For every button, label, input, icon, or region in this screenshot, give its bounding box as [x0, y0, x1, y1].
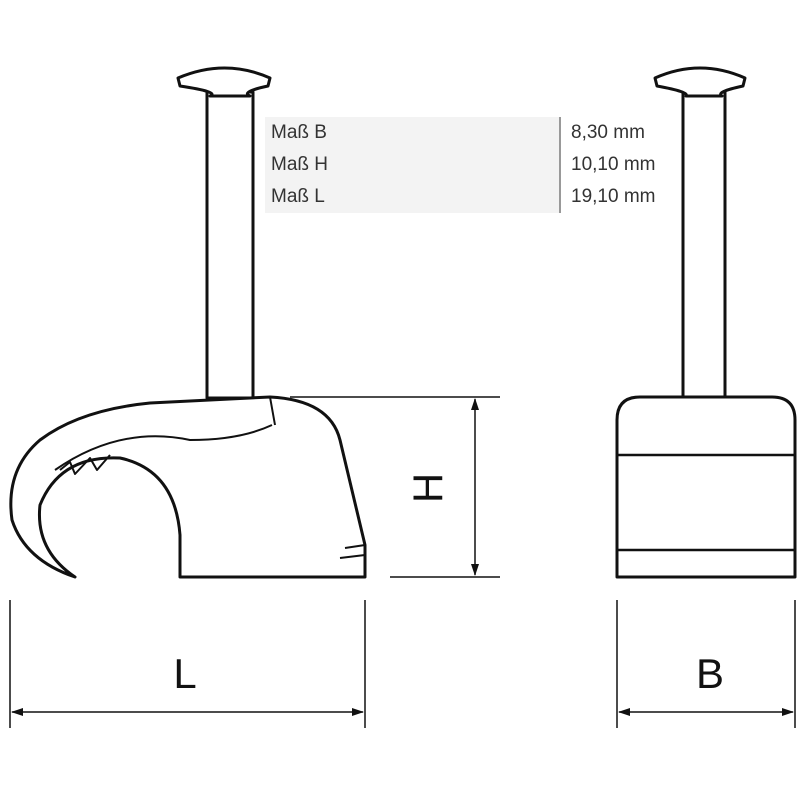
front-view-clip — [615, 66, 797, 579]
clip-body-side — [9, 395, 367, 579]
spec-value: 10,10 mm — [560, 149, 670, 181]
dimension-label-h: H — [405, 473, 452, 503]
side-view-clip — [9, 66, 367, 579]
nail-shank — [205, 90, 255, 400]
spec-label: Maß H — [265, 149, 561, 181]
spec-value: 19,10 mm — [560, 181, 670, 213]
clip-body-front — [615, 395, 797, 579]
nail-head — [176, 66, 272, 98]
dimension-label-l: L — [173, 650, 196, 697]
spec-label: Maß L — [265, 181, 561, 213]
dimension-h — [290, 396, 500, 578]
nail-shank-front — [681, 90, 727, 400]
spec-label: Maß B — [265, 117, 561, 149]
dimension-b — [616, 600, 796, 728]
nail-head-front — [653, 66, 747, 98]
dimension-label-b: B — [696, 650, 724, 697]
dimension-l — [9, 600, 366, 728]
spec-value: 8,30 mm — [560, 117, 670, 149]
